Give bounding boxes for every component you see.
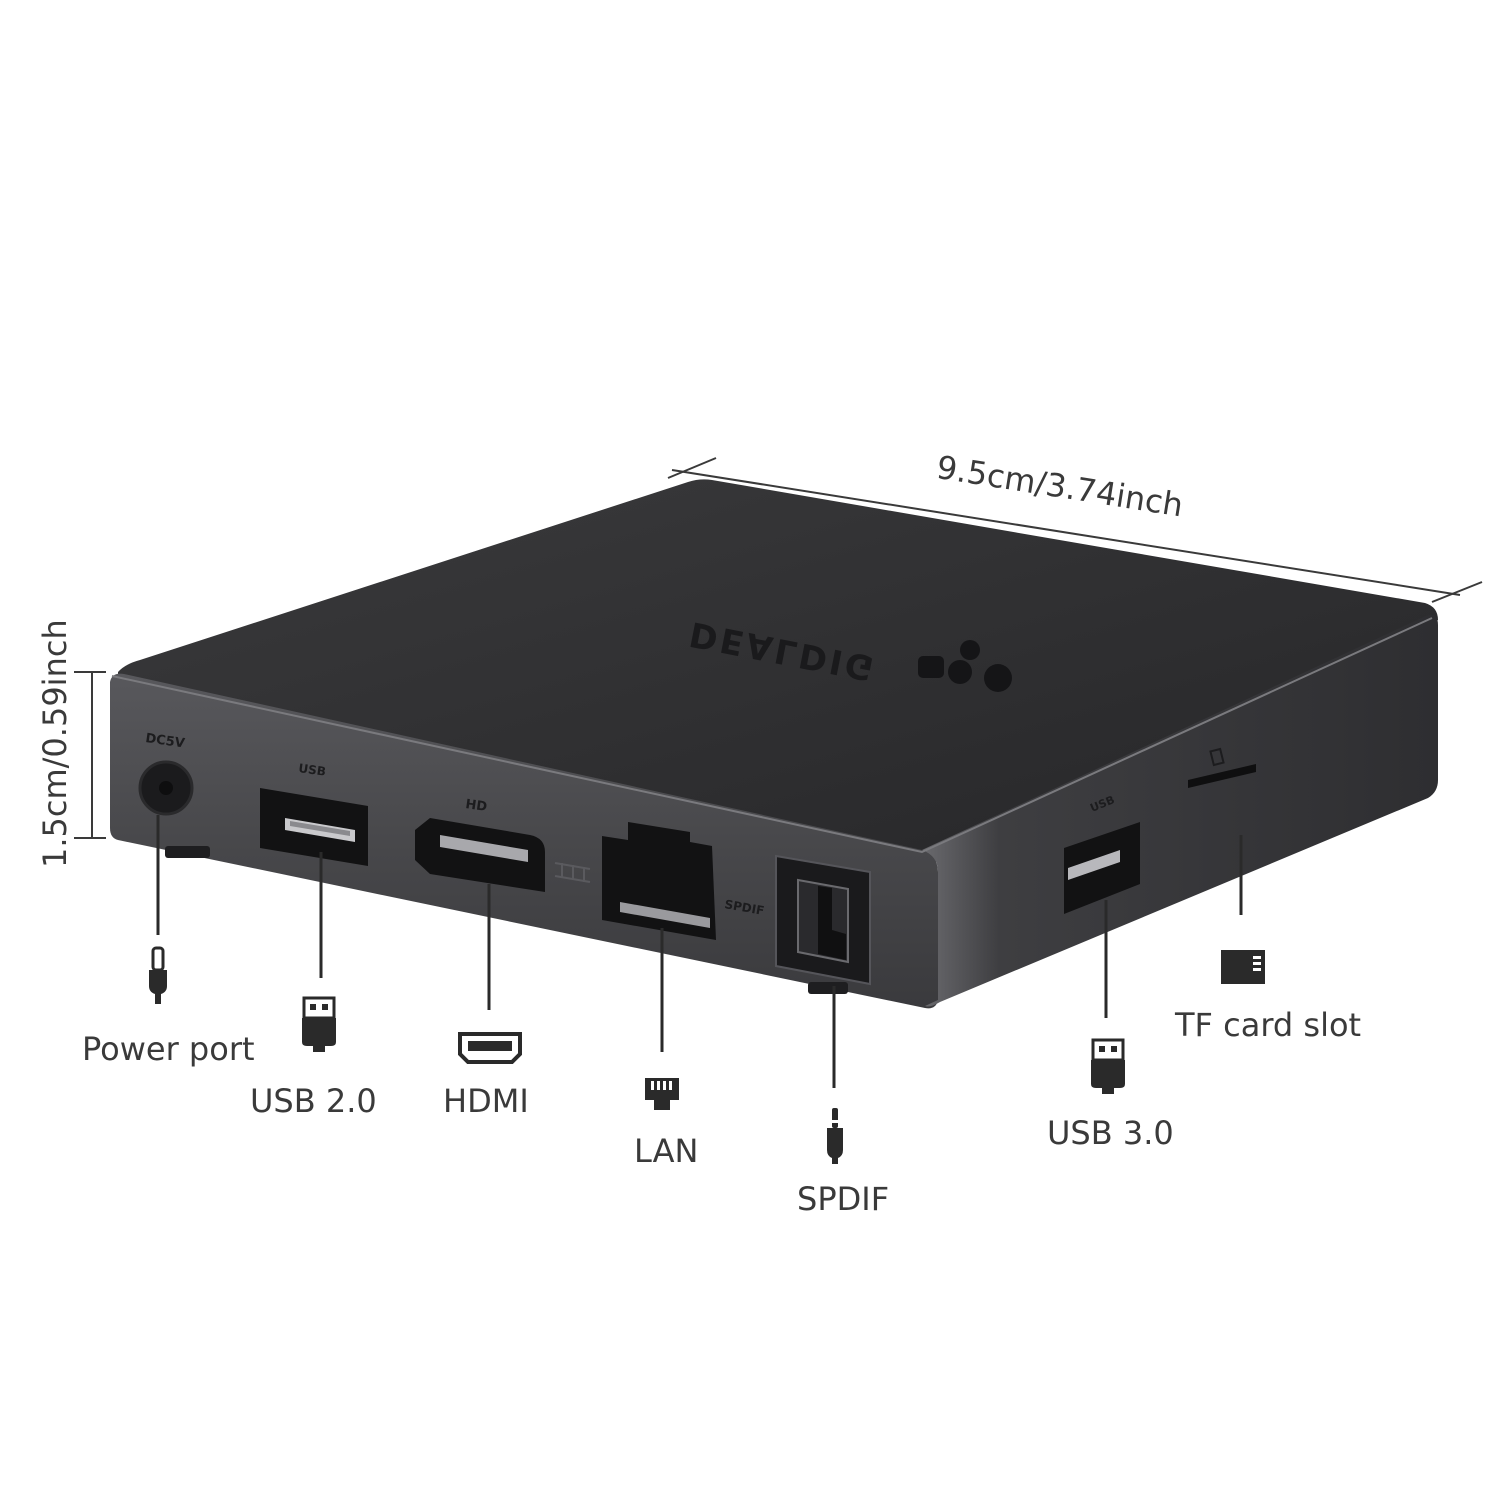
device-foot bbox=[808, 982, 848, 994]
label-hdmi: HDMI bbox=[443, 1082, 529, 1120]
label-lan: LAN bbox=[634, 1132, 699, 1170]
label-tf-card: TF card slot bbox=[1175, 1006, 1362, 1044]
label-spdif: SPDIF bbox=[797, 1180, 890, 1218]
callout-leaders bbox=[156, 815, 1243, 1088]
device-edge-highlight bbox=[111, 617, 1433, 854]
width-dimension-line bbox=[667, 457, 1483, 603]
usb-plug-icon bbox=[302, 996, 336, 1052]
dc-power-port bbox=[138, 760, 194, 816]
height-label: 1.5cm/0.59inch bbox=[36, 619, 74, 868]
label-usb3: USB 3.0 bbox=[1047, 1114, 1174, 1152]
microsd-card-icon bbox=[1221, 950, 1265, 984]
rj45-plug-icon bbox=[645, 1078, 679, 1110]
dc5v-marking: DC5V bbox=[144, 731, 185, 751]
tf-card-slot bbox=[1188, 747, 1256, 788]
height-dimension-line bbox=[74, 671, 106, 839]
device-side-face bbox=[922, 615, 1438, 1007]
dc-plug-icon bbox=[149, 946, 167, 1004]
spdif-optical-port bbox=[775, 854, 871, 986]
label-power-port: Power port bbox=[82, 1030, 255, 1068]
hdmi-marking: HD bbox=[464, 797, 488, 815]
brand-logo-icon bbox=[918, 640, 1012, 692]
usb2-marking: USB bbox=[298, 761, 327, 779]
label-usb2: USB 2.0 bbox=[250, 1082, 377, 1120]
usb-plug-icon bbox=[1091, 1038, 1125, 1094]
usb3-port bbox=[1064, 822, 1140, 914]
usb2-port bbox=[260, 788, 368, 866]
device-foot bbox=[165, 846, 210, 858]
lan-port bbox=[602, 822, 716, 940]
hdmi-plug-icon bbox=[458, 1032, 522, 1064]
audio-jack-icon bbox=[827, 1108, 843, 1164]
hdmi-port bbox=[415, 818, 591, 892]
tv-box-device: DEALDIG DC5V USB HD SPDIF USB bbox=[110, 479, 1438, 1009]
spdif-marking: SPDIF bbox=[723, 897, 765, 918]
